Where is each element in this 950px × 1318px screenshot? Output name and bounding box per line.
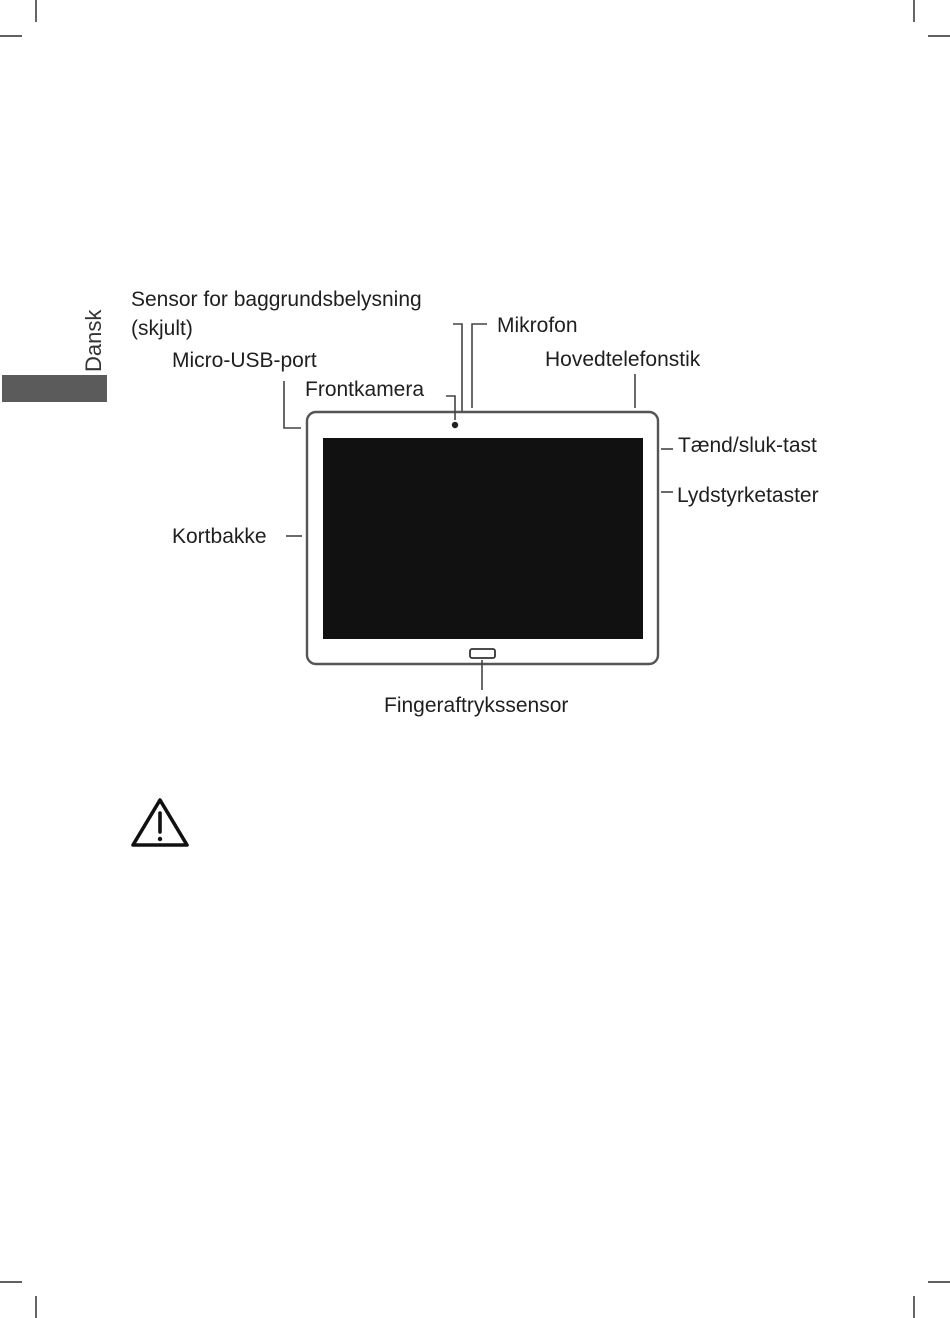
label-fingeraftryk: Fingeraftrykssensor [384, 694, 568, 717]
label-micro-usb: Micro-USB-port [172, 349, 317, 372]
fingerprint-sensor [470, 649, 495, 658]
label-sensor-line2: (skjult) [131, 317, 193, 340]
label-frontkamera: Frontkamera [305, 378, 424, 401]
label-hovedtelefonstik: Hovedtelefonstik [545, 348, 701, 371]
language-tab-label: Dansk [81, 309, 106, 372]
label-taend-sluk: Tænd/sluk-tast [678, 434, 817, 457]
label-lydstyrke: Lydstyrketaster [677, 484, 819, 507]
label-sensor-line1: Sensor for baggrundsbelysning [131, 288, 422, 311]
language-tab-bar [2, 375, 107, 402]
warning-triangle-icon [133, 800, 187, 845]
tablet-screen [323, 438, 643, 639]
label-kortbakke: Kortbakke [172, 525, 267, 548]
label-mikrofon: Mikrofon [497, 314, 578, 337]
front-camera-dot [452, 422, 458, 428]
